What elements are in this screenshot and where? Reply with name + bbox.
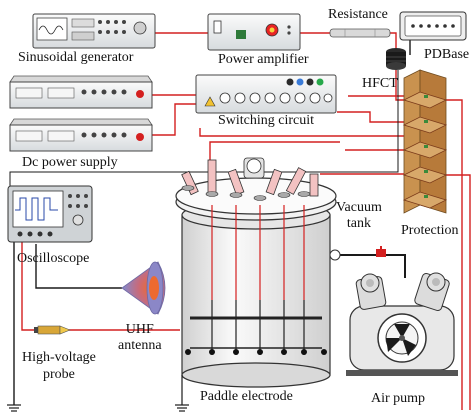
wire-resistance-to-hfct [390,32,397,50]
sinusoidal-generator-device [32,13,156,49]
label-hfct: HFCT [362,76,398,91]
label-hv-probe: High-voltage probe [22,349,96,383]
label-switching-circuit: Switching circuit [218,113,315,128]
wire-dc-to-switching [152,103,196,136]
label-air-pump: Air pump [371,391,426,406]
label-hv-probe-line1: High-voltage [22,350,96,365]
wire-protection-right [446,99,463,410]
resistance-component [329,28,391,38]
label-oscilloscope: Oscilloscope [17,251,90,266]
label-uhf-antenna-line2: antenna [118,338,162,353]
hfct-sensor [386,48,406,70]
wire-tank-to-pump [335,254,406,278]
dc-power-supply-unit-top [9,75,153,109]
protection-rack [402,69,448,214]
power-amplifier-device [207,13,301,51]
oscilloscope-device [7,185,93,243]
label-vacuum-tank-line2: tank [346,216,371,231]
wire-osc-to-antenna [35,244,122,289]
label-paddle-electrode: Paddle electrode [200,389,293,404]
label-protection: Protection [401,223,459,238]
label-vacuum-tank: Vacuum tank [336,200,382,232]
pdbase-device [399,11,467,41]
label-resistance: Resistance [328,7,388,22]
high-voltage-probe [34,325,71,335]
wire-right-ground [444,174,471,410]
label-uhf-antenna-line1: UHF [125,322,154,337]
wires [9,32,471,410]
vacuum-tank [175,157,386,405]
ground-symbol-tank [175,404,189,412]
label-hv-probe-line2: probe [42,367,75,382]
uhf-antenna [121,261,166,315]
wire-protection-1 [337,111,412,123]
switching-circuit-device [195,74,337,114]
wire-protection-4 [209,141,340,160]
label-dc-power-supply: Dc power supply [22,155,118,170]
label-pdbase: PDBase [424,47,470,62]
label-power-amplifier: Power amplifier [218,52,309,67]
label-sinusoidal-generator: Sinusoidal generator [18,50,134,65]
label-vacuum-tank-line1: Vacuum [336,200,382,215]
wire-protection-2 [199,128,412,137]
air-pump [346,272,458,376]
dc-power-supply-unit-bottom [9,118,153,152]
ground-symbol-left [7,404,21,412]
label-uhf-antenna: UHF antenna [118,322,162,354]
